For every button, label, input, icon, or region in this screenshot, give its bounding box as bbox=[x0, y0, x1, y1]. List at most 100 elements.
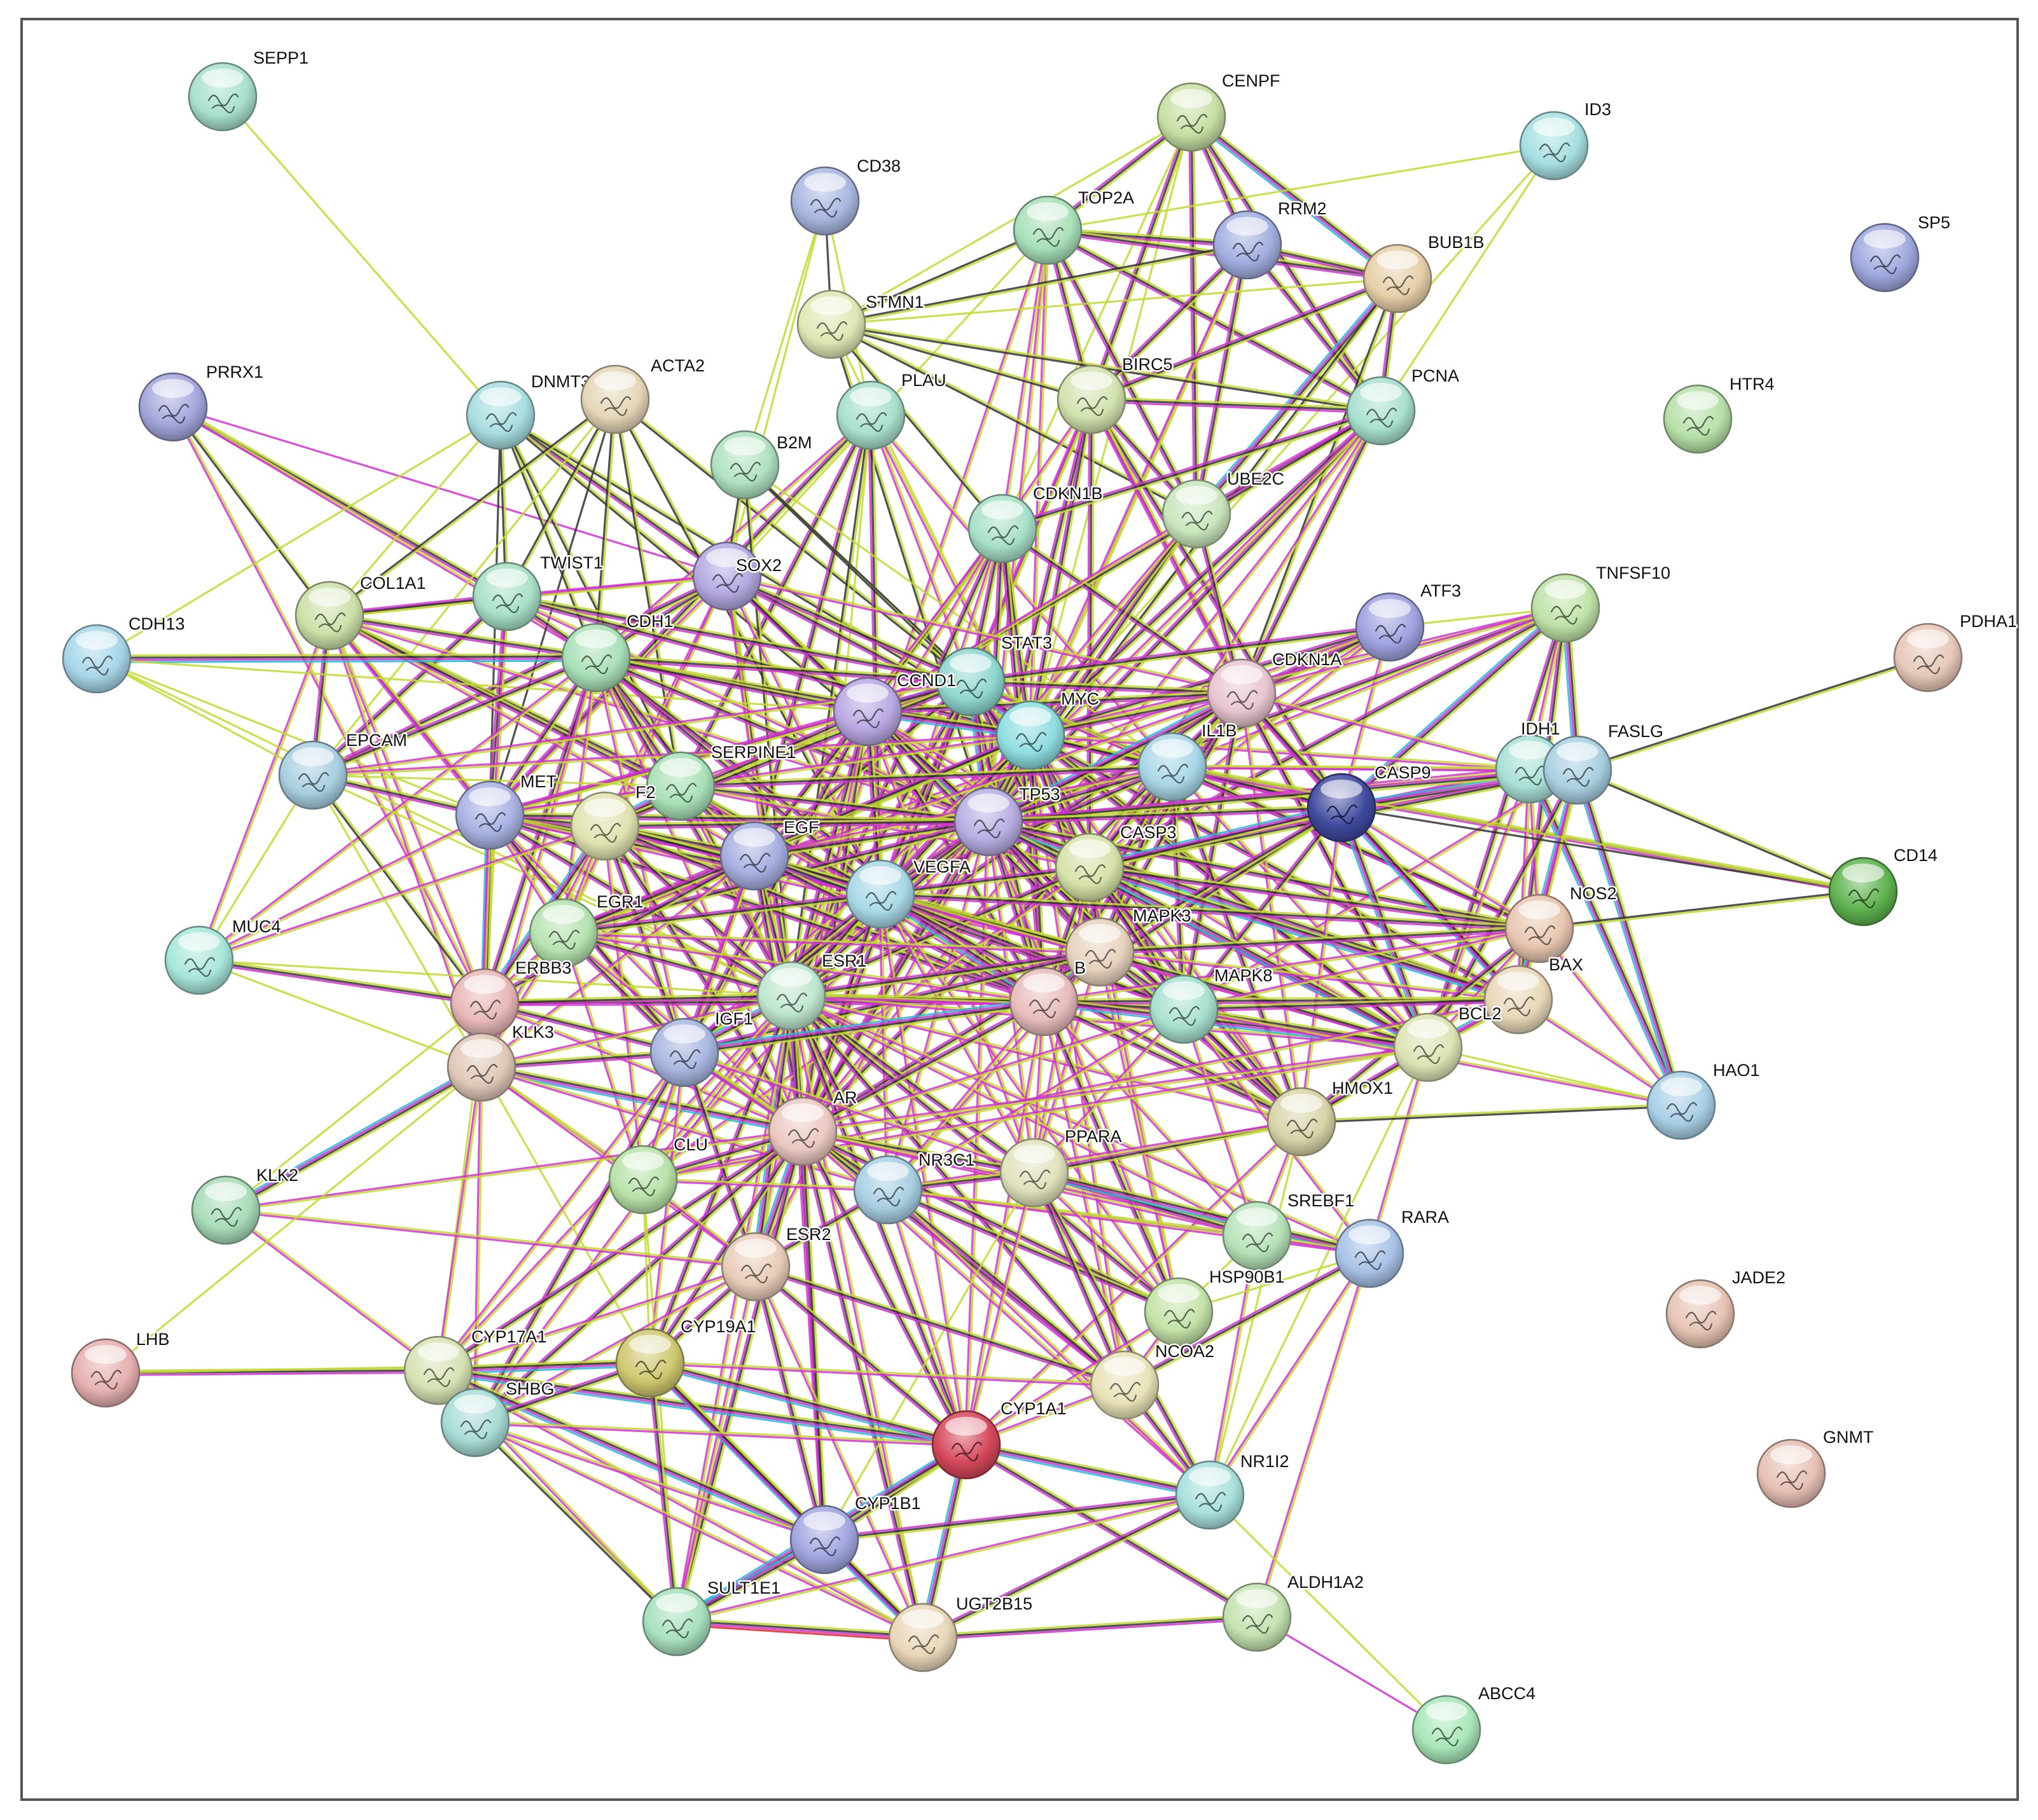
node-bcl2[interactable]: BCL2 bbox=[1393, 1003, 1503, 1082]
node-erbb3[interactable]: ERBB3 bbox=[450, 957, 573, 1038]
node-f2[interactable]: F2 bbox=[570, 782, 657, 861]
node-lhb[interactable]: LHB bbox=[71, 1328, 171, 1408]
node-top2a[interactable]: TOP2A bbox=[1013, 187, 1136, 265]
node-birc5[interactable]: BIRC5 bbox=[1057, 354, 1174, 434]
edge-CYP17A1-CYP1B1 bbox=[438, 1368, 826, 1540]
node-serpine1[interactable]: SERPINE1 bbox=[646, 741, 798, 821]
node-myc[interactable]: MYC bbox=[995, 688, 1101, 770]
node-cyp17a1[interactable]: CYP17A1 bbox=[403, 1326, 548, 1405]
node-epcam[interactable]: EPCAM bbox=[278, 729, 409, 810]
node-sp5[interactable]: SP5 bbox=[1850, 212, 1952, 293]
node-cyp1a1[interactable]: CYP1A1 bbox=[931, 1398, 1068, 1480]
node-tp53[interactable]: TP53 bbox=[953, 783, 1062, 857]
node-sox2[interactable]: SOX2 bbox=[692, 541, 784, 611]
node-akt1[interactable]: B bbox=[1009, 957, 1088, 1037]
edge-NOS2-AKT1 bbox=[1044, 928, 1540, 1004]
node-ccnd1[interactable]: CCND1 bbox=[833, 670, 958, 747]
edge-CYP1A1-ALDH1A2 bbox=[964, 1445, 1257, 1620]
node-shbg[interactable]: SHBG bbox=[440, 1378, 556, 1458]
node-tnfsf10[interactable]: TNFSF10 bbox=[1530, 562, 1672, 643]
edge-ATF3-STAT3 bbox=[970, 626, 1390, 683]
edge-TNFSF10-MYC bbox=[1030, 605, 1565, 735]
node-ugt2b15[interactable]: UGT2B15 bbox=[888, 1593, 1034, 1672]
node-rrm2[interactable]: RRM2 bbox=[1212, 198, 1328, 280]
node-aldh1a2[interactable]: ALDH1A2 bbox=[1222, 1571, 1366, 1652]
node-nr3c1[interactable]: NR3C1 bbox=[853, 1149, 976, 1225]
node-egf[interactable]: EGF bbox=[719, 817, 821, 891]
protein-structure-icon bbox=[600, 396, 632, 417]
node-ncoa2[interactable]: NCOA2 bbox=[1090, 1341, 1216, 1420]
edge-CYP17A1-CYP1A1 bbox=[438, 1366, 967, 1443]
node-cyp19a1[interactable]: CYP19A1 bbox=[615, 1316, 758, 1398]
node-faslg[interactable]: FASLG bbox=[1542, 720, 1665, 805]
node-plau[interactable]: PLAU bbox=[836, 369, 948, 450]
node-stat3[interactable]: STAT3 bbox=[936, 632, 1054, 717]
node-klk3[interactable]: KLK3 bbox=[447, 1021, 556, 1102]
node-muc4[interactable]: MUC4 bbox=[164, 916, 282, 995]
edge-CENPF-STMN1 bbox=[831, 116, 1192, 326]
edge-DNMT3B-CDH13 bbox=[96, 414, 501, 660]
node-ppara[interactable]: PPARA bbox=[999, 1126, 1123, 1208]
node-cenpf[interactable]: CENPF bbox=[1156, 70, 1282, 152]
node-cyp1b1[interactable]: CYP1B1 bbox=[789, 1493, 922, 1575]
node-pcna[interactable]: PCNA bbox=[1346, 365, 1461, 446]
node-met[interactable]: MET bbox=[455, 771, 558, 850]
node-cdh13[interactable]: CDH13 bbox=[62, 613, 186, 694]
node-jade2[interactable]: JADE2 bbox=[1665, 1267, 1787, 1349]
node-atf3[interactable]: ATF3 bbox=[1355, 580, 1463, 662]
node-mapk3[interactable]: MAPK3 bbox=[1065, 905, 1193, 987]
node-sepp1[interactable]: SEPP1 bbox=[188, 47, 310, 132]
node-col1a1[interactable]: COL1A1 bbox=[295, 572, 427, 651]
node-nr1i2[interactable]: NR1I2 bbox=[1175, 1451, 1291, 1530]
node-bax[interactable]: BAX bbox=[1483, 954, 1585, 1035]
node-b2m[interactable]: B2M bbox=[710, 430, 814, 500]
node-bub1b[interactable]: BUB1B bbox=[1362, 231, 1486, 314]
node-pdha1[interactable]: PDHA1 bbox=[1893, 610, 2019, 693]
node-label: STAT3 bbox=[1001, 633, 1052, 652]
edge-SOX2-STAT3 bbox=[727, 573, 972, 681]
edge-CASP3-NOS2 bbox=[1089, 868, 1539, 932]
node-abcc4[interactable]: ABCC4 bbox=[1411, 1683, 1537, 1765]
node-ube2c[interactable]: UBE2C bbox=[1161, 468, 1286, 549]
edge-AR-CYP17A1 bbox=[436, 1128, 803, 1370]
node-casp9[interactable]: CASP9 bbox=[1307, 762, 1432, 843]
node-cdkn1a[interactable]: CDKN1A bbox=[1207, 649, 1343, 728]
node-label: LHB bbox=[136, 1330, 170, 1349]
node-hao1[interactable]: HAO1 bbox=[1646, 1059, 1761, 1140]
node-igf1[interactable]: IGF1 bbox=[649, 1008, 755, 1087]
node-hsp90b1[interactable]: HSP90B1 bbox=[1144, 1266, 1286, 1347]
node-cd38[interactable]: CD38 bbox=[790, 155, 903, 236]
node-label: CENPF bbox=[1222, 71, 1280, 90]
edge-CASP9-BCL2 bbox=[1343, 806, 1432, 1047]
edge-BCL2-RARA bbox=[1367, 1047, 1428, 1253]
node-mapk8[interactable]: MAPK8 bbox=[1149, 965, 1274, 1044]
node-il1b[interactable]: IL1B bbox=[1137, 720, 1238, 802]
node-cdh1[interactable]: CDH1 bbox=[561, 610, 675, 693]
node-ar[interactable]: AR bbox=[768, 1087, 859, 1166]
node-acta2[interactable]: ACTA2 bbox=[580, 355, 707, 434]
node-klk2[interactable]: KLK2 bbox=[191, 1164, 300, 1245]
edge-CD14-NOS2 bbox=[1539, 889, 1863, 928]
node-nos2[interactable]: NOS2 bbox=[1504, 883, 1618, 963]
node-gnmt[interactable]: GNMT bbox=[1756, 1426, 1875, 1508]
node-esr1[interactable]: ESR1 bbox=[756, 950, 868, 1031]
node-vegfa[interactable]: VEGFA bbox=[845, 856, 973, 929]
edge-VEGFA-EGR1 bbox=[563, 893, 881, 934]
node-idh1[interactable]: IDH1 bbox=[1495, 718, 1565, 804]
edge-FASLG-CD14 bbox=[1577, 768, 1864, 892]
node-htr4[interactable]: HTR4 bbox=[1663, 373, 1776, 454]
node-egr1[interactable]: EGR1 bbox=[529, 891, 645, 968]
node-stmn1[interactable]: STMN1 bbox=[796, 289, 925, 359]
node-id3[interactable]: ID3 bbox=[1519, 99, 1613, 181]
node-cdkn1b[interactable]: CDKN1B bbox=[967, 483, 1104, 563]
node-cd14[interactable]: CD14 bbox=[1828, 845, 1939, 927]
node-clu[interactable]: CLU bbox=[608, 1134, 710, 1215]
node-casp3[interactable]: CASP3 bbox=[1055, 822, 1178, 902]
node-twist1[interactable]: TWIST1 bbox=[472, 552, 605, 631]
node-srebf1[interactable]: SREBF1 bbox=[1222, 1190, 1356, 1271]
node-prrx1[interactable]: PRRX1 bbox=[138, 361, 265, 442]
node-sult1e1[interactable]: SULT1E1 bbox=[642, 1577, 782, 1657]
node-esr2[interactable]: ESR2 bbox=[721, 1224, 833, 1302]
node-hmox1[interactable]: HMOX1 bbox=[1266, 1077, 1395, 1157]
node-rara[interactable]: RARA bbox=[1334, 1206, 1451, 1288]
